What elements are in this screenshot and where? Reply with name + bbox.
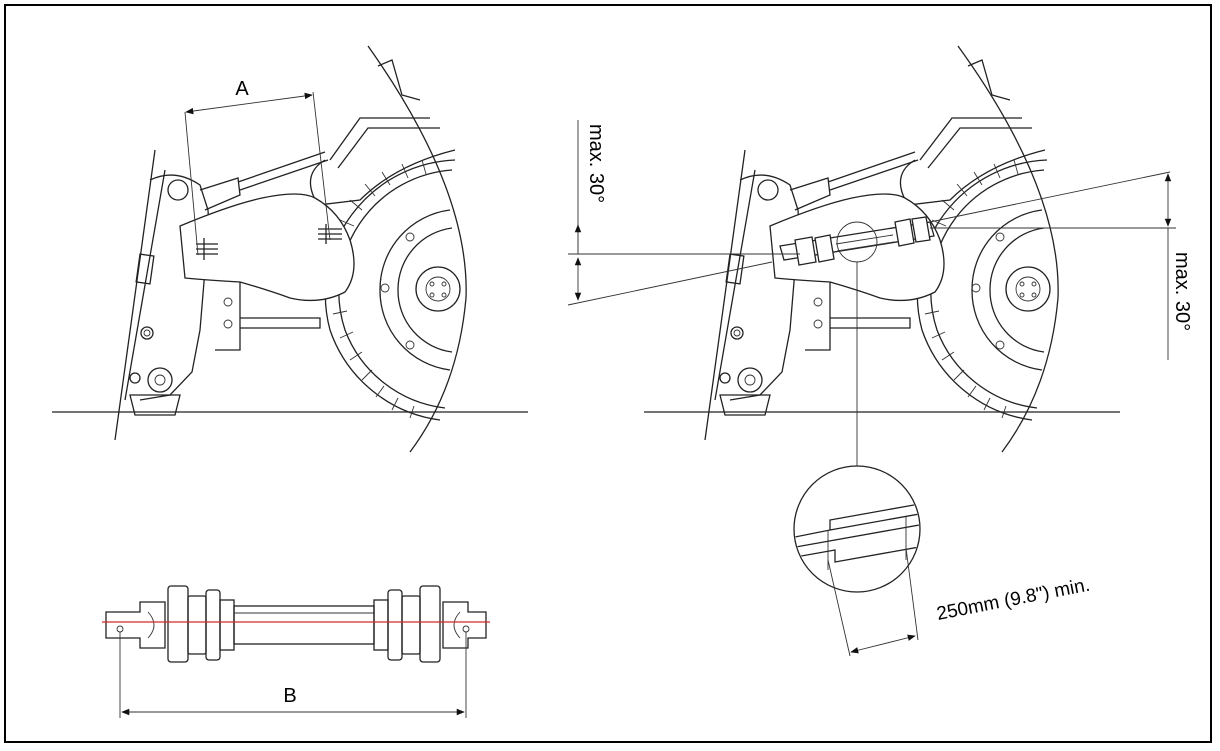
angle-right-label: max. 30° [1171, 252, 1193, 331]
yoke-right [442, 601, 487, 649]
lower-link [240, 317, 321, 329]
dimension-b-label: B [283, 685, 296, 707]
top-link [237, 151, 326, 183]
angle-left-label: max. 30° [585, 124, 607, 203]
detail-magnifier [793, 465, 921, 593]
tractor-body-outline [367, 45, 467, 453]
inclined-pto-shaft [779, 216, 935, 266]
left-view-assembly: A [52, 45, 528, 453]
angle-limit-left [567, 120, 800, 306]
cross-joint-right [419, 585, 441, 663]
dimension-a [184, 91, 331, 256]
cross-joint-left [167, 585, 189, 663]
shaft-end-tractor [318, 224, 342, 244]
yoke-left [105, 601, 166, 649]
implement-frame-line [114, 149, 156, 441]
angle-limit-right [929, 171, 1176, 360]
telescopic-tube [233, 605, 375, 645]
drawing-frame [4, 4, 1212, 743]
pto-shaft-side-view [102, 585, 490, 718]
overlap-detail-view [793, 465, 921, 657]
right-view-assembly: max. 30° max. 30° 250mm (9. [567, 45, 1193, 657]
rear-wheel-right [916, 159, 1051, 421]
shaft-end-implement [196, 238, 218, 260]
fender [309, 149, 456, 206]
wheel-hub [415, 266, 461, 312]
dimension-a-label: A [235, 78, 249, 100]
overlap-label: 250mm (9.8") min. [935, 575, 1092, 625]
rear-wheel [324, 159, 461, 421]
pto-guard-shield [179, 193, 355, 302]
